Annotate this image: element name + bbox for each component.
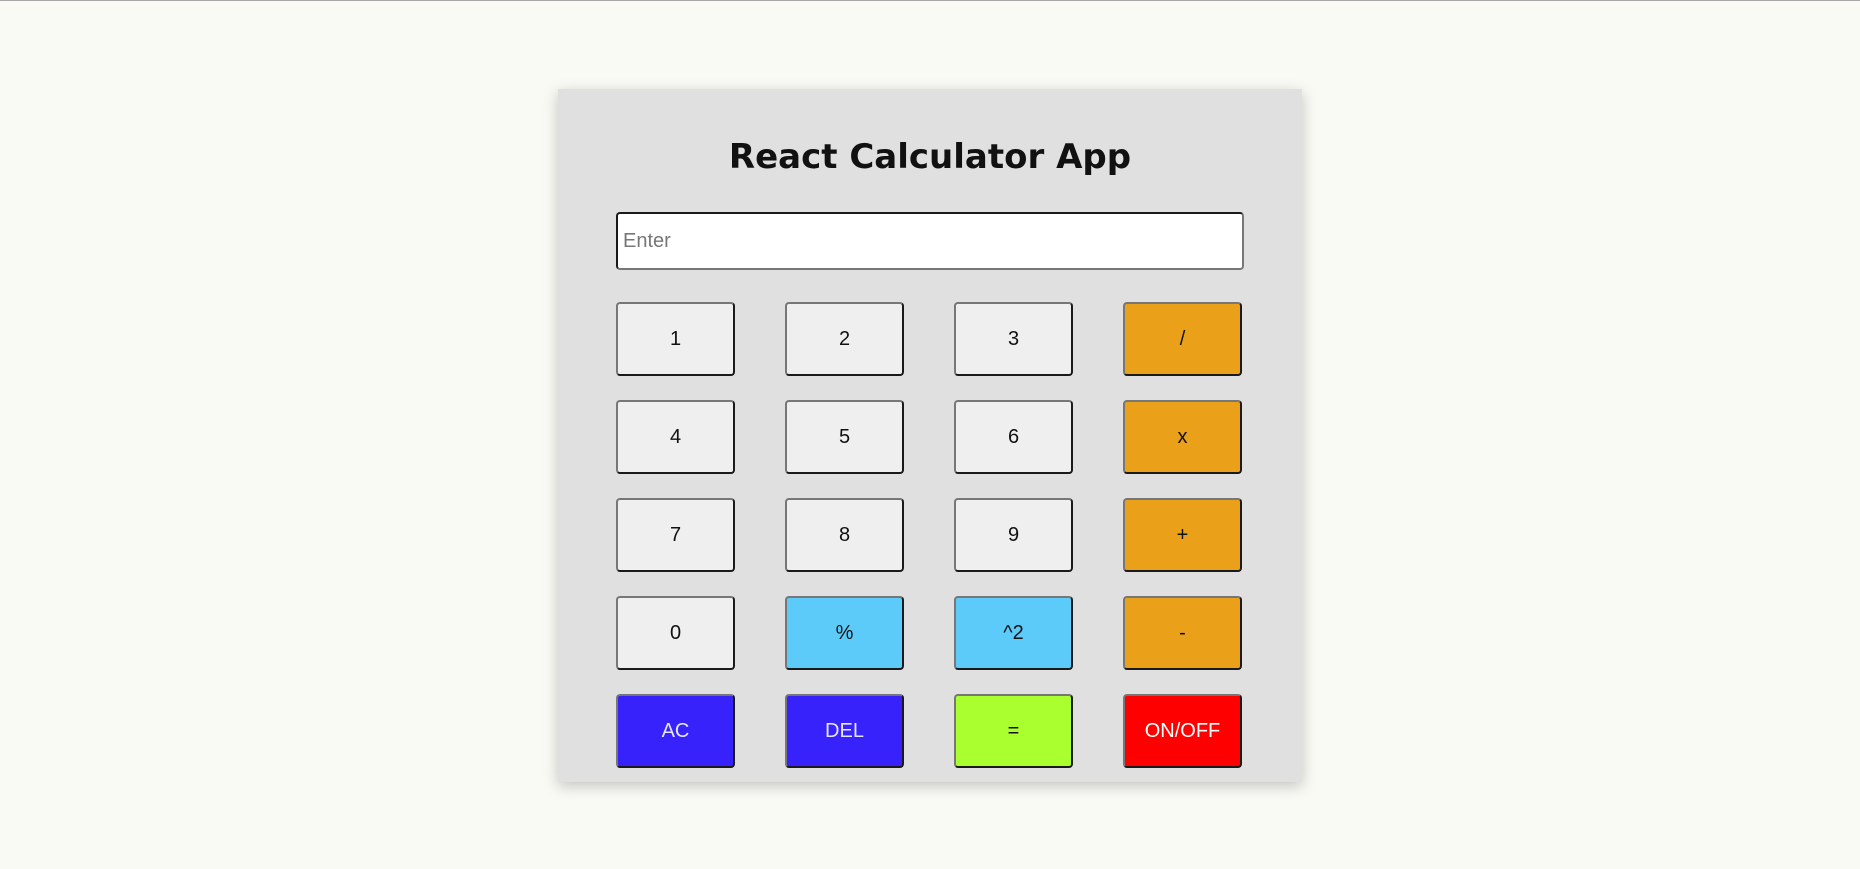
key-7-button[interactable]: 7 [616,498,735,572]
key-9-button[interactable]: 9 [954,498,1073,572]
page-title: React Calculator App [728,137,1132,177]
key-2-button[interactable]: 2 [785,302,904,376]
equals-button[interactable]: = [954,694,1073,768]
window-top-border [0,0,1860,1]
key-3-button[interactable]: 3 [954,302,1073,376]
key-0-button[interactable]: 0 [616,596,735,670]
divide-button[interactable]: / [1123,302,1242,376]
key-1-button[interactable]: 1 [616,302,735,376]
key-4-button[interactable]: 4 [616,400,735,474]
calculator-panel: React Calculator App 1 2 3 / 4 5 6 x 7 8… [558,89,1302,782]
subtract-button[interactable]: - [1123,596,1242,670]
calculator-display-input[interactable] [616,212,1244,270]
power-button[interactable]: ON/OFF [1123,694,1242,768]
multiply-button[interactable]: x [1123,400,1242,474]
key-6-button[interactable]: 6 [954,400,1073,474]
add-button[interactable]: + [1123,498,1242,572]
key-8-button[interactable]: 8 [785,498,904,572]
percent-button[interactable]: % [785,596,904,670]
all-clear-button[interactable]: AC [616,694,735,768]
keypad: 1 2 3 / 4 5 6 x 7 8 9 + 0 % ^2 - AC DEL … [616,302,1244,768]
delete-button[interactable]: DEL [785,694,904,768]
square-button[interactable]: ^2 [954,596,1073,670]
key-5-button[interactable]: 5 [785,400,904,474]
